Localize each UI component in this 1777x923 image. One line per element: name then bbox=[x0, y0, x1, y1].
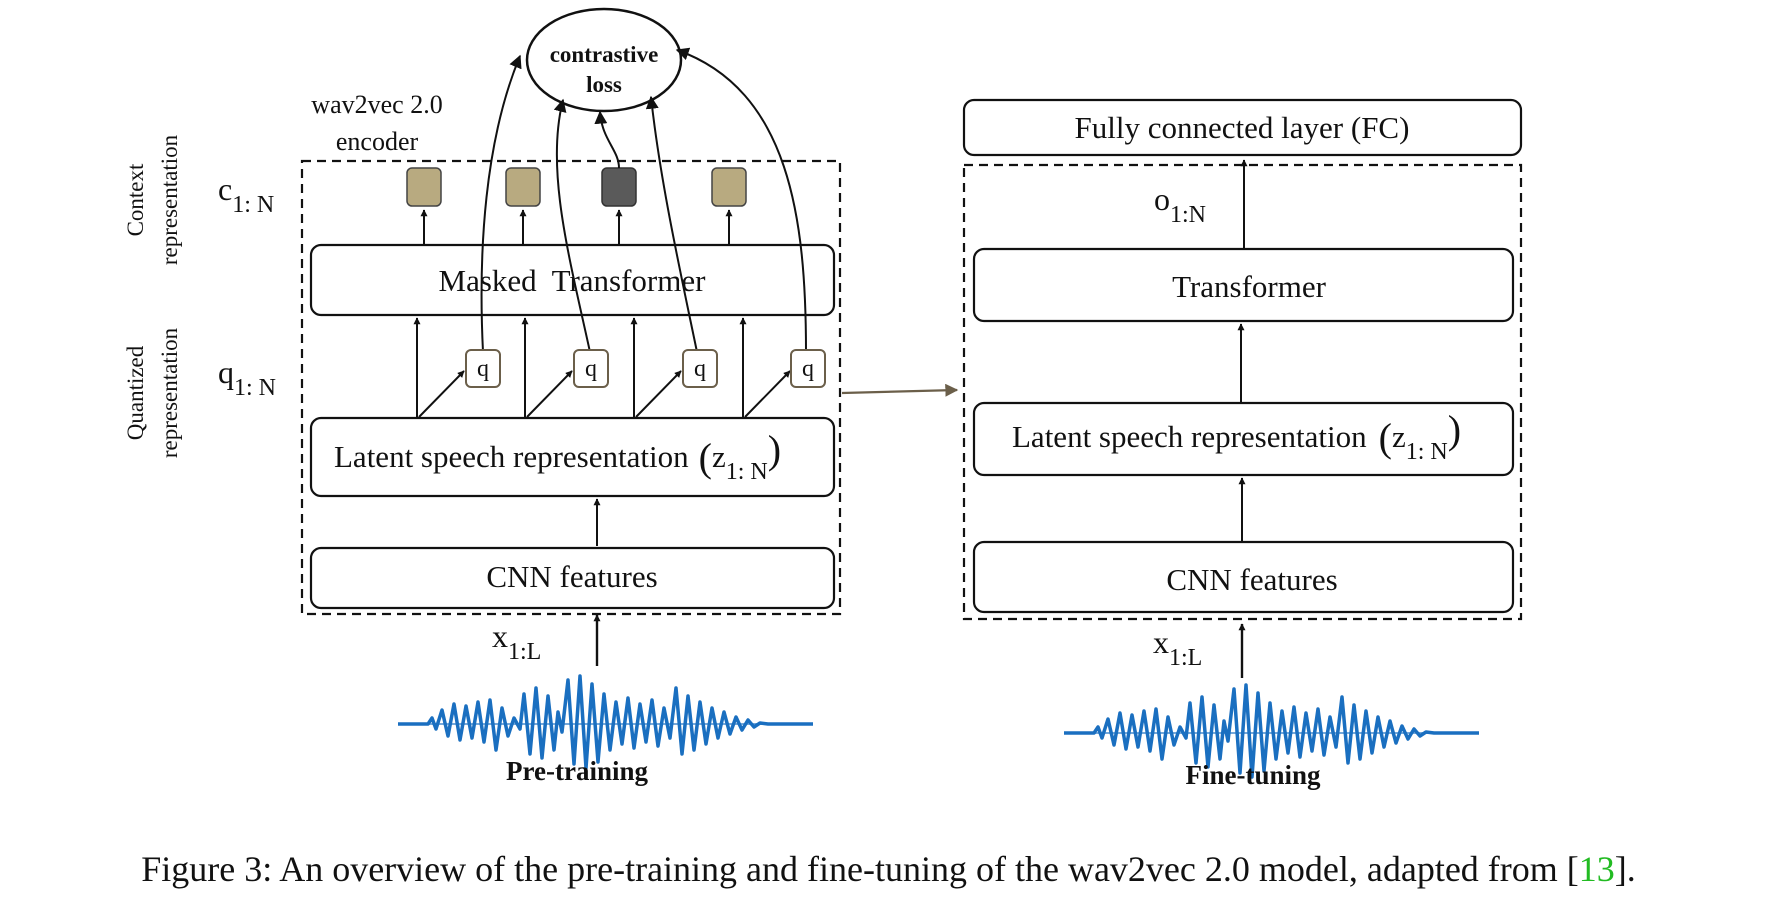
finetune-cnn-label: CNN features bbox=[1166, 562, 1337, 597]
pretraining-stage-label: Pre-training bbox=[506, 756, 648, 786]
context-token-4 bbox=[711, 167, 747, 207]
fully-connected-label: Fully connected layer (FC) bbox=[1075, 110, 1410, 145]
encoder-dashed-box bbox=[300, 159, 842, 616]
context-side-label-1: Context bbox=[123, 163, 148, 236]
masked-transformer-block bbox=[309, 243, 836, 317]
quantized-side-label-1: Quantized bbox=[123, 345, 148, 440]
quantizer-boxes: q q q q bbox=[465, 349, 826, 388]
caption-suffix: ]. bbox=[1614, 849, 1636, 889]
output-vector-label: o1:N bbox=[1154, 181, 1206, 228]
latent-representation-label: Latent speech representation(z1: N) bbox=[334, 427, 781, 485]
encoder-label-1: wav2vec 2.0 bbox=[311, 90, 442, 119]
cnn-features-block bbox=[309, 546, 836, 610]
panel-connector-arrow bbox=[841, 383, 959, 397]
figure-caption: Figure 3: An overview of the pre-trainin… bbox=[0, 848, 1777, 890]
quantizer-box-3 bbox=[682, 349, 718, 388]
quantized-side-label-2: representation bbox=[157, 327, 182, 458]
latent-representation-block bbox=[309, 416, 836, 498]
quantizer-label-1: q bbox=[477, 356, 489, 382]
transformer-block bbox=[972, 247, 1515, 323]
context-token-1 bbox=[406, 167, 442, 207]
context-side-label-2: representation bbox=[157, 134, 182, 265]
finetune-latent-block bbox=[972, 401, 1515, 477]
encoder-label-2: encoder bbox=[336, 127, 419, 156]
finetuning-panel: Fully connected layer (FC) o1:N Transfor… bbox=[962, 98, 1523, 790]
finetune-input-label: x1:L bbox=[1153, 624, 1202, 671]
quantized-vector-label: q1: N bbox=[218, 354, 276, 401]
quantizer-label-2: q bbox=[585, 356, 597, 382]
quantizer-label-4: q bbox=[802, 356, 814, 382]
quantizer-box-4 bbox=[790, 349, 826, 388]
input-signal-label: x1:L bbox=[492, 618, 541, 665]
waveform-finetuning bbox=[1064, 683, 1479, 779]
masked-context-token bbox=[601, 167, 637, 207]
finetune-cnn-block bbox=[972, 540, 1515, 614]
contrastive-loss-label-2: loss bbox=[586, 72, 622, 97]
finetune-latent-label: Latent speech representation(z1: N) bbox=[1012, 407, 1461, 465]
contrastive-loss-label-1: contrastive bbox=[550, 42, 659, 67]
cnn-features-label: CNN features bbox=[486, 559, 657, 594]
finetuning-stage-label: Fine-tuning bbox=[1185, 760, 1321, 790]
caption-text: Figure 3: An overview of the pre-trainin… bbox=[141, 849, 1579, 889]
quantizer-box-2 bbox=[573, 349, 609, 388]
context-vector-label: c1: N bbox=[218, 171, 274, 218]
waveform-pretraining bbox=[398, 674, 813, 770]
transformer-label: Transformer bbox=[1172, 269, 1327, 304]
quantizer-label-3: q bbox=[694, 356, 706, 382]
masked-transformer-label: Masked Transformer bbox=[439, 263, 707, 298]
context-token-2 bbox=[505, 167, 541, 207]
quantizer-box-1 bbox=[465, 349, 501, 388]
citation-link[interactable]: 13 bbox=[1578, 849, 1615, 889]
pretraining-panel: contrastive loss wav2vec 2.0 encoder Con… bbox=[123, 7, 842, 786]
fully-connected-block bbox=[962, 98, 1523, 157]
